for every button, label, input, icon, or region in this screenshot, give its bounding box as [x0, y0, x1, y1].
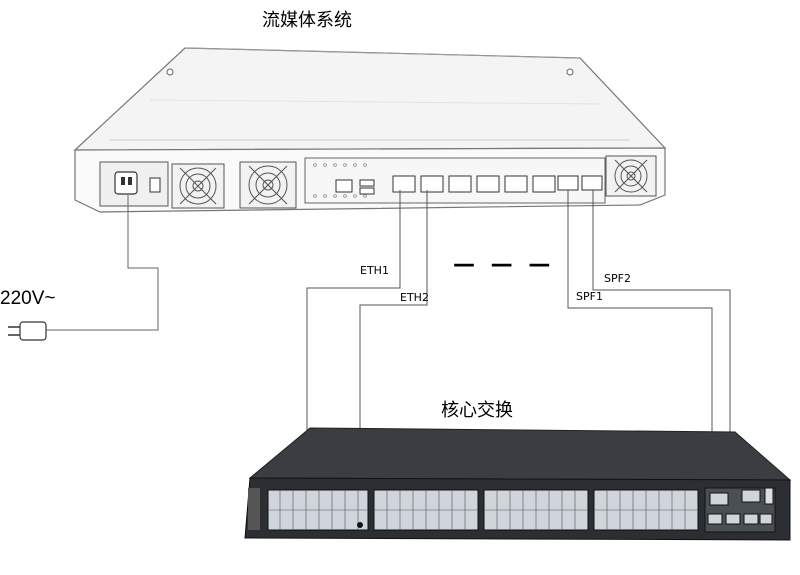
power-label: 220V~ [0, 288, 56, 309]
cable-spf2 [592, 190, 731, 495]
spf2-label: SPF2 [604, 272, 631, 285]
power-plug-icon [8, 321, 47, 341]
continuation-dashes: — — — [453, 252, 555, 277]
cable-eth1 [306, 190, 401, 505]
core-switch [244, 427, 792, 541]
cable-eth2 [359, 190, 428, 525]
eth1-label: ETH1 [360, 264, 389, 277]
cable-spf1 [567, 190, 713, 495]
power-cable [45, 195, 159, 331]
eth2-label: ETH2 [400, 291, 429, 304]
switch-title: 核心交换 [441, 400, 513, 421]
media-server [73, 47, 667, 213]
spf1-label: SPF1 [576, 290, 603, 303]
server-title: 流媒体系统 [262, 10, 352, 31]
